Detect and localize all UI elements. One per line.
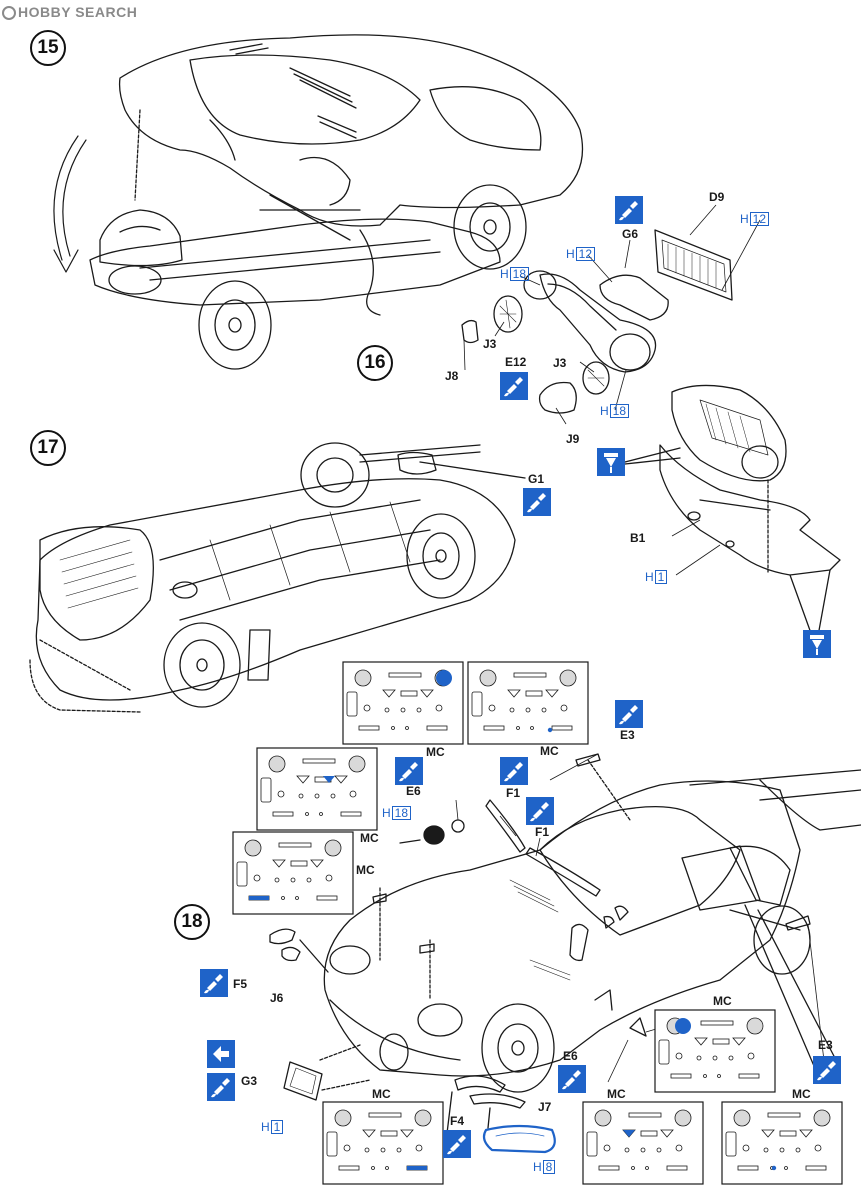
part-label-e12: E12	[505, 355, 527, 369]
part-label-f1-b: F1	[535, 825, 550, 839]
part-label-e6-a: E6	[406, 784, 421, 798]
part-label-e3-a: E3	[620, 728, 635, 742]
step-15-number: 15	[37, 37, 59, 58]
part-label-j8: J8	[445, 369, 459, 383]
watermark: HOBBY SEARCH	[2, 4, 137, 20]
step-16-badge: 16	[357, 345, 393, 381]
part-label-mc-8: MC	[792, 1087, 811, 1101]
part-label-e6-b: E6	[563, 1049, 578, 1063]
part-label-mc-4: MC	[356, 863, 375, 877]
part-label-mc-1: MC	[540, 744, 559, 758]
part-label-j3-a: J3	[483, 337, 497, 351]
part-label-j3-b: J3	[553, 356, 567, 370]
part-label-mc-2: MC	[426, 745, 445, 759]
watermark-ring-icon	[2, 6, 16, 20]
part-label-mc-6: MC	[372, 1087, 391, 1101]
part-label-g3: G3	[241, 1074, 258, 1088]
part-label-mc-3: MC	[360, 831, 379, 845]
part-label-j7: J7	[538, 1100, 552, 1114]
step-15-badge: 15	[30, 30, 66, 66]
part-label-g6: G6	[622, 227, 639, 241]
step-16-number: 16	[364, 352, 386, 373]
part-label-f1-a: F1	[506, 786, 521, 800]
part-label-b1: B1	[630, 531, 646, 545]
part-label-d9: D9	[709, 190, 725, 204]
part-label-j6: J6	[270, 991, 284, 1005]
watermark-text: HOBBY SEARCH	[18, 4, 138, 20]
part-label-e3-b: E3	[818, 1038, 833, 1052]
step-17-number: 17	[37, 437, 59, 458]
step-17-badge: 17	[30, 430, 66, 466]
part-label-g1: G1	[528, 472, 545, 486]
part-label-mc-7: MC	[607, 1087, 626, 1101]
part-label-mc-5: MC	[713, 994, 732, 1008]
part-label-f4: F4	[450, 1114, 465, 1128]
part-label-f5: F5	[233, 977, 248, 991]
part-label-j9: J9	[566, 432, 580, 446]
step-18-number: 18	[181, 911, 203, 932]
step-18-badge: 18	[174, 904, 210, 940]
